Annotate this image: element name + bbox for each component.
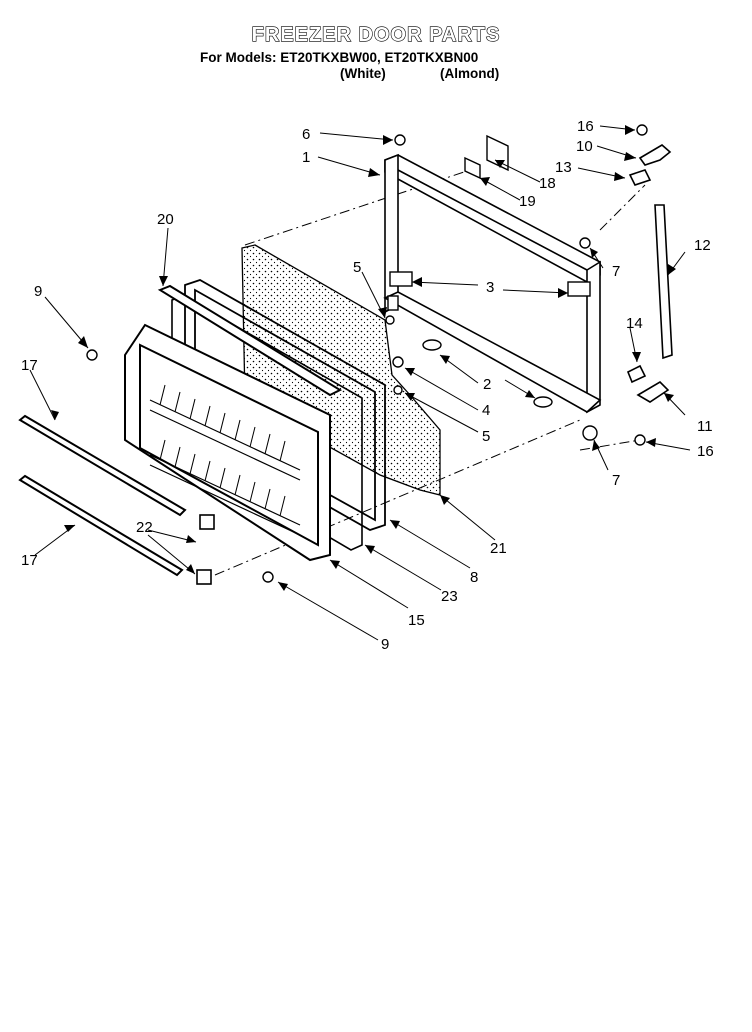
callout-17: 17 [21,357,38,374]
callout-9-lower: 9 [381,636,389,653]
callout-11: 11 [697,418,713,435]
trim-strip-part-20 [157,284,343,397]
door-feet-part-2 [422,339,553,408]
variant-almond: (Almond) [440,66,500,81]
callout-7: 7 [612,263,620,280]
callout-12: 12 [694,237,711,254]
callout-1: 1 [302,149,310,166]
callout-8: 8 [470,569,478,586]
shelf-bar-part-17 [18,414,187,577]
callout-4: 4 [482,402,490,419]
callout-9: 9 [34,283,42,300]
callout-13: 13 [555,159,572,176]
diagram-title: FREEZER DOOR PARTS [251,23,501,46]
callout-2: 2 [483,376,491,393]
callout-20: 20 [157,211,174,228]
liner-shelves [149,384,301,536]
callout-16-lower: 16 [697,443,714,460]
door-liner-part-15 [124,323,331,562]
callout-19: 19 [519,193,536,210]
end-cap-part-22 [196,514,215,585]
callout-5-lower: 5 [482,428,490,445]
callout-10: 10 [576,138,593,155]
callout-17-lower: 17 [21,552,38,569]
hinge-bracket-part-3 [387,271,591,311]
shim-parts-18-19 [464,134,509,180]
callout-7-lower: 7 [612,472,620,489]
arrowheads [51,125,676,591]
callout-23: 23 [441,588,458,605]
callout-21: 21 [490,540,507,557]
insulation-panel-part-21 [241,244,441,496]
callout-16: 16 [577,118,594,135]
callout-22: 22 [136,519,153,536]
callout-3: 3 [486,279,494,296]
callout-5: 5 [353,259,361,276]
callout-6: 6 [302,126,310,143]
callout-labels: 1 2 3 4 5 5 6 7 7 8 9 9 10 11 12 13 14 1… [21,118,714,653]
variant-white: (White) [340,66,386,81]
callout-18: 18 [539,175,556,192]
callout-15: 15 [408,612,425,629]
alignment-lines [214,169,646,576]
screws [86,124,648,583]
models-line: For Models: ET20TKXBW00, ET20TKXBN00 [200,50,479,65]
callout-14: 14 [626,315,643,332]
handle-and-hinges [626,144,673,403]
